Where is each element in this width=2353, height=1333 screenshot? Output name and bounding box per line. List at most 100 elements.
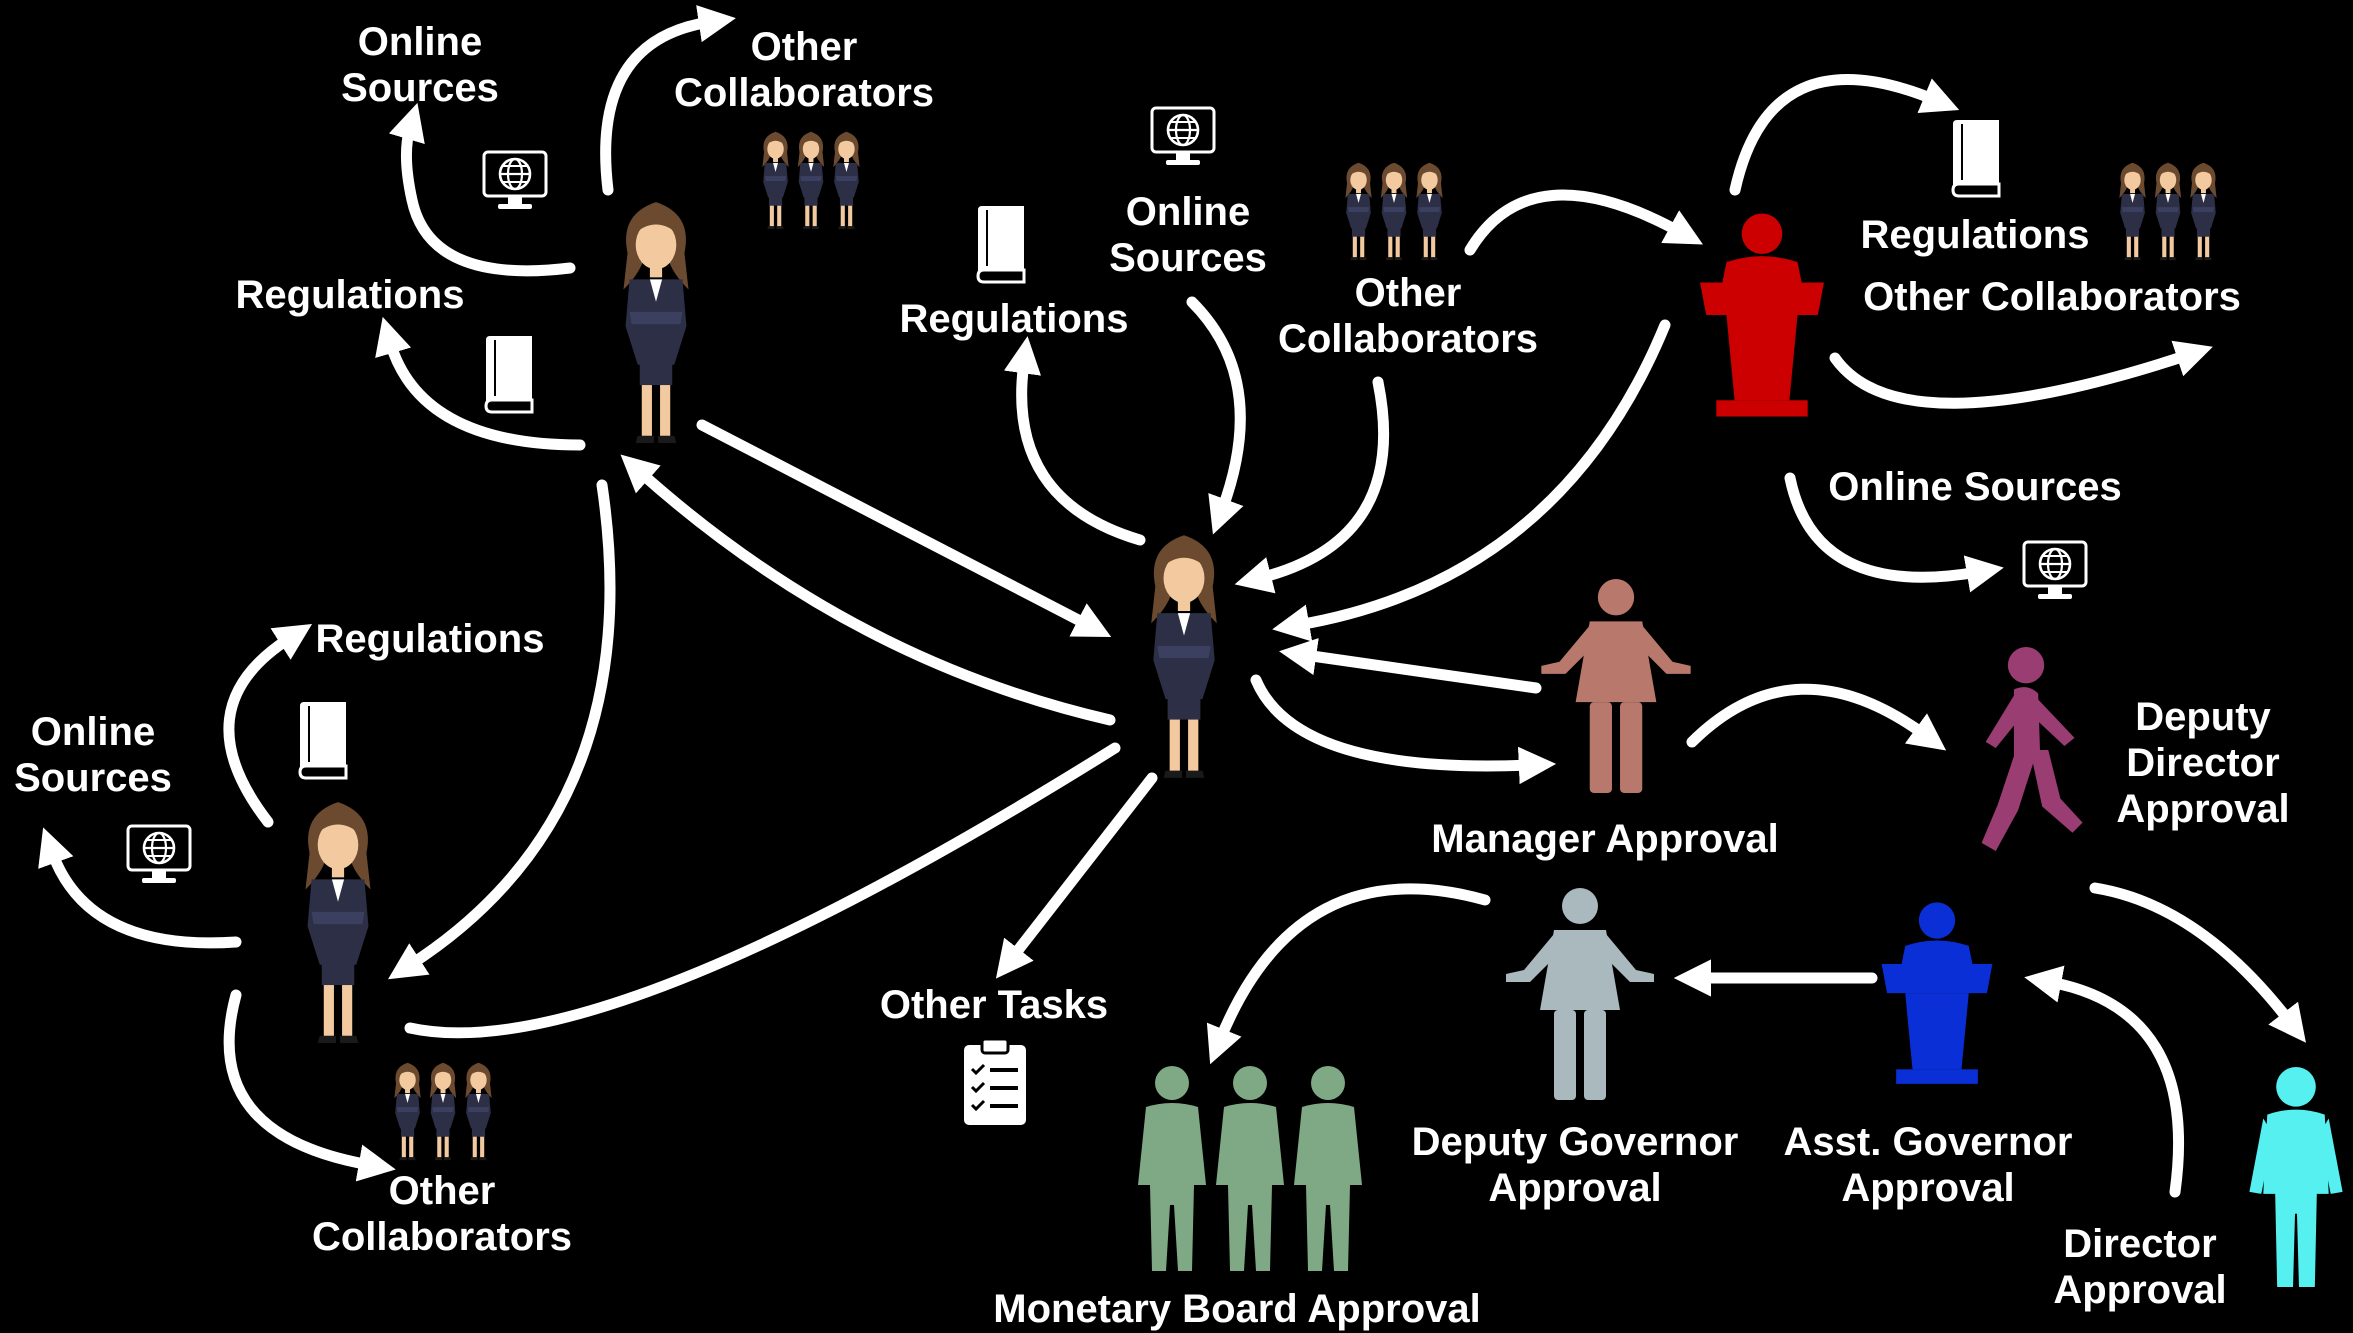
label-line: Sources xyxy=(14,756,172,800)
arrow-to-tl-other xyxy=(600,5,736,196)
arrow-deputy-governor-to-monetary-board xyxy=(1206,883,1491,1065)
label-line: Regulations xyxy=(316,617,545,661)
label-tl-regulations: Regulations xyxy=(236,273,465,317)
label-line: Online Sources xyxy=(1828,465,2121,509)
arrow-manager-to-deputy-director xyxy=(1686,683,1947,751)
arrow-to-bl-regulations xyxy=(223,623,313,828)
arrow-tc-other-to-center xyxy=(1234,376,1390,594)
label-line: Approval xyxy=(1841,1166,2014,1210)
label-line: Regulations xyxy=(1861,213,2090,257)
arrow-to-bl-other xyxy=(223,989,396,1182)
arrow-to-tl-regulations xyxy=(375,316,586,451)
label-tc-regulations: Regulations xyxy=(900,297,1129,341)
manager-figure-icon xyxy=(1506,888,1654,1100)
arrow-center-to-tl xyxy=(620,454,1116,726)
arrow-to-bl-online xyxy=(38,827,242,949)
collaborators-icon xyxy=(762,132,859,229)
label-tr-other-collaborators: Other Collaborators xyxy=(1863,275,2241,319)
label-tr-regulations: Regulations xyxy=(1861,213,2090,257)
label-line: Collaborators xyxy=(1278,317,1538,361)
collaborators-icon xyxy=(2119,163,2216,260)
label-line: Other xyxy=(389,1169,496,1213)
book-icon xyxy=(484,334,534,414)
label-line: Other Tasks xyxy=(880,983,1108,1027)
label-line: Regulations xyxy=(900,297,1129,341)
arrow-bl-to-center xyxy=(404,742,1121,1039)
label-line: Manager Approval xyxy=(1431,817,1778,861)
employee-icon xyxy=(1151,535,1217,778)
label-line: Online xyxy=(358,20,482,64)
arrow-center-to-other-tasks xyxy=(995,772,1158,979)
label-line: Approval xyxy=(2116,787,2289,831)
group-of-three-icon xyxy=(1138,1066,1362,1271)
manager-figure-icon xyxy=(1541,579,1691,793)
arrow-tc-online-to-center xyxy=(1186,296,1246,535)
employee-icon xyxy=(623,202,689,443)
globe-monitor-icon xyxy=(126,824,192,885)
label-line: Other xyxy=(751,25,858,69)
label-bl-regulations: Regulations xyxy=(316,617,545,661)
label-line: Online xyxy=(1126,190,1250,234)
label-monetary-board-approval: Monetary Board Approval xyxy=(993,1287,1480,1331)
label-other-tasks: Other Tasks xyxy=(880,983,1108,1027)
label-line: Monetary Board Approval xyxy=(993,1287,1480,1331)
arrow-director-to-asst-governor xyxy=(2024,965,2184,1198)
label-line: Sources xyxy=(341,66,499,110)
label-manager-approval: Manager Approval xyxy=(1431,817,1778,861)
book-icon xyxy=(976,204,1026,284)
arrow-to-tc-regulations xyxy=(1003,336,1146,546)
collaborators-icon xyxy=(1345,163,1442,260)
label-line: Regulations xyxy=(236,273,465,317)
walking-person-icon xyxy=(1981,647,2083,851)
employee-icon xyxy=(305,802,371,1043)
arrow-tr-other-to-podium xyxy=(1464,189,1703,256)
standing-person-icon xyxy=(2249,1066,2343,1288)
podium-speaker-icon xyxy=(1700,213,1824,417)
arrow-tl-to-bl xyxy=(388,479,616,980)
arrow-deputy-director-to-director xyxy=(2089,882,2306,1043)
arrow-podium-to-center xyxy=(1272,319,1671,642)
collaborators-icon xyxy=(394,1063,491,1160)
label-line: Collaborators xyxy=(674,71,934,115)
arrow-center-to-manager xyxy=(1250,674,1557,785)
clipboard-checklist-icon xyxy=(962,1037,1028,1127)
label-line: Director xyxy=(2126,741,2279,785)
book-icon xyxy=(298,700,348,780)
arrow-podium-to-tr-online xyxy=(1784,472,2004,593)
arrow-podium-to-tr-regulations xyxy=(1729,74,1960,196)
label-line: Online xyxy=(31,710,155,754)
arrow-podium-to-tr-other xyxy=(1829,340,2213,409)
label-line: Approval xyxy=(1488,1166,1661,1210)
label-line: Other xyxy=(1355,271,1462,315)
label-line: Approval xyxy=(2053,1268,2226,1312)
arrow-tl-to-center xyxy=(696,419,1112,638)
arrow-manager-to-center xyxy=(1279,638,1542,694)
podium-speaker-icon xyxy=(1881,902,1993,1084)
globe-monitor-icon xyxy=(1150,106,1216,167)
label-line: Director xyxy=(2063,1222,2216,1266)
book-icon xyxy=(1951,118,2001,198)
label-tr-online-sources: Online Sources xyxy=(1828,465,2121,509)
label-line: Sources xyxy=(1109,236,1267,280)
arrow-to-tl-online xyxy=(388,102,576,277)
label-line: Deputy Governor xyxy=(1412,1120,1739,1164)
label-line: Collaborators xyxy=(312,1215,572,1259)
label-line: Deputy xyxy=(2135,695,2271,739)
label-line: Asst. Governor xyxy=(1784,1120,2073,1164)
globe-monitor-icon xyxy=(2022,540,2088,601)
label-line: Other Collaborators xyxy=(1863,275,2241,319)
arrows xyxy=(38,5,2306,1198)
globe-monitor-icon xyxy=(482,150,548,211)
